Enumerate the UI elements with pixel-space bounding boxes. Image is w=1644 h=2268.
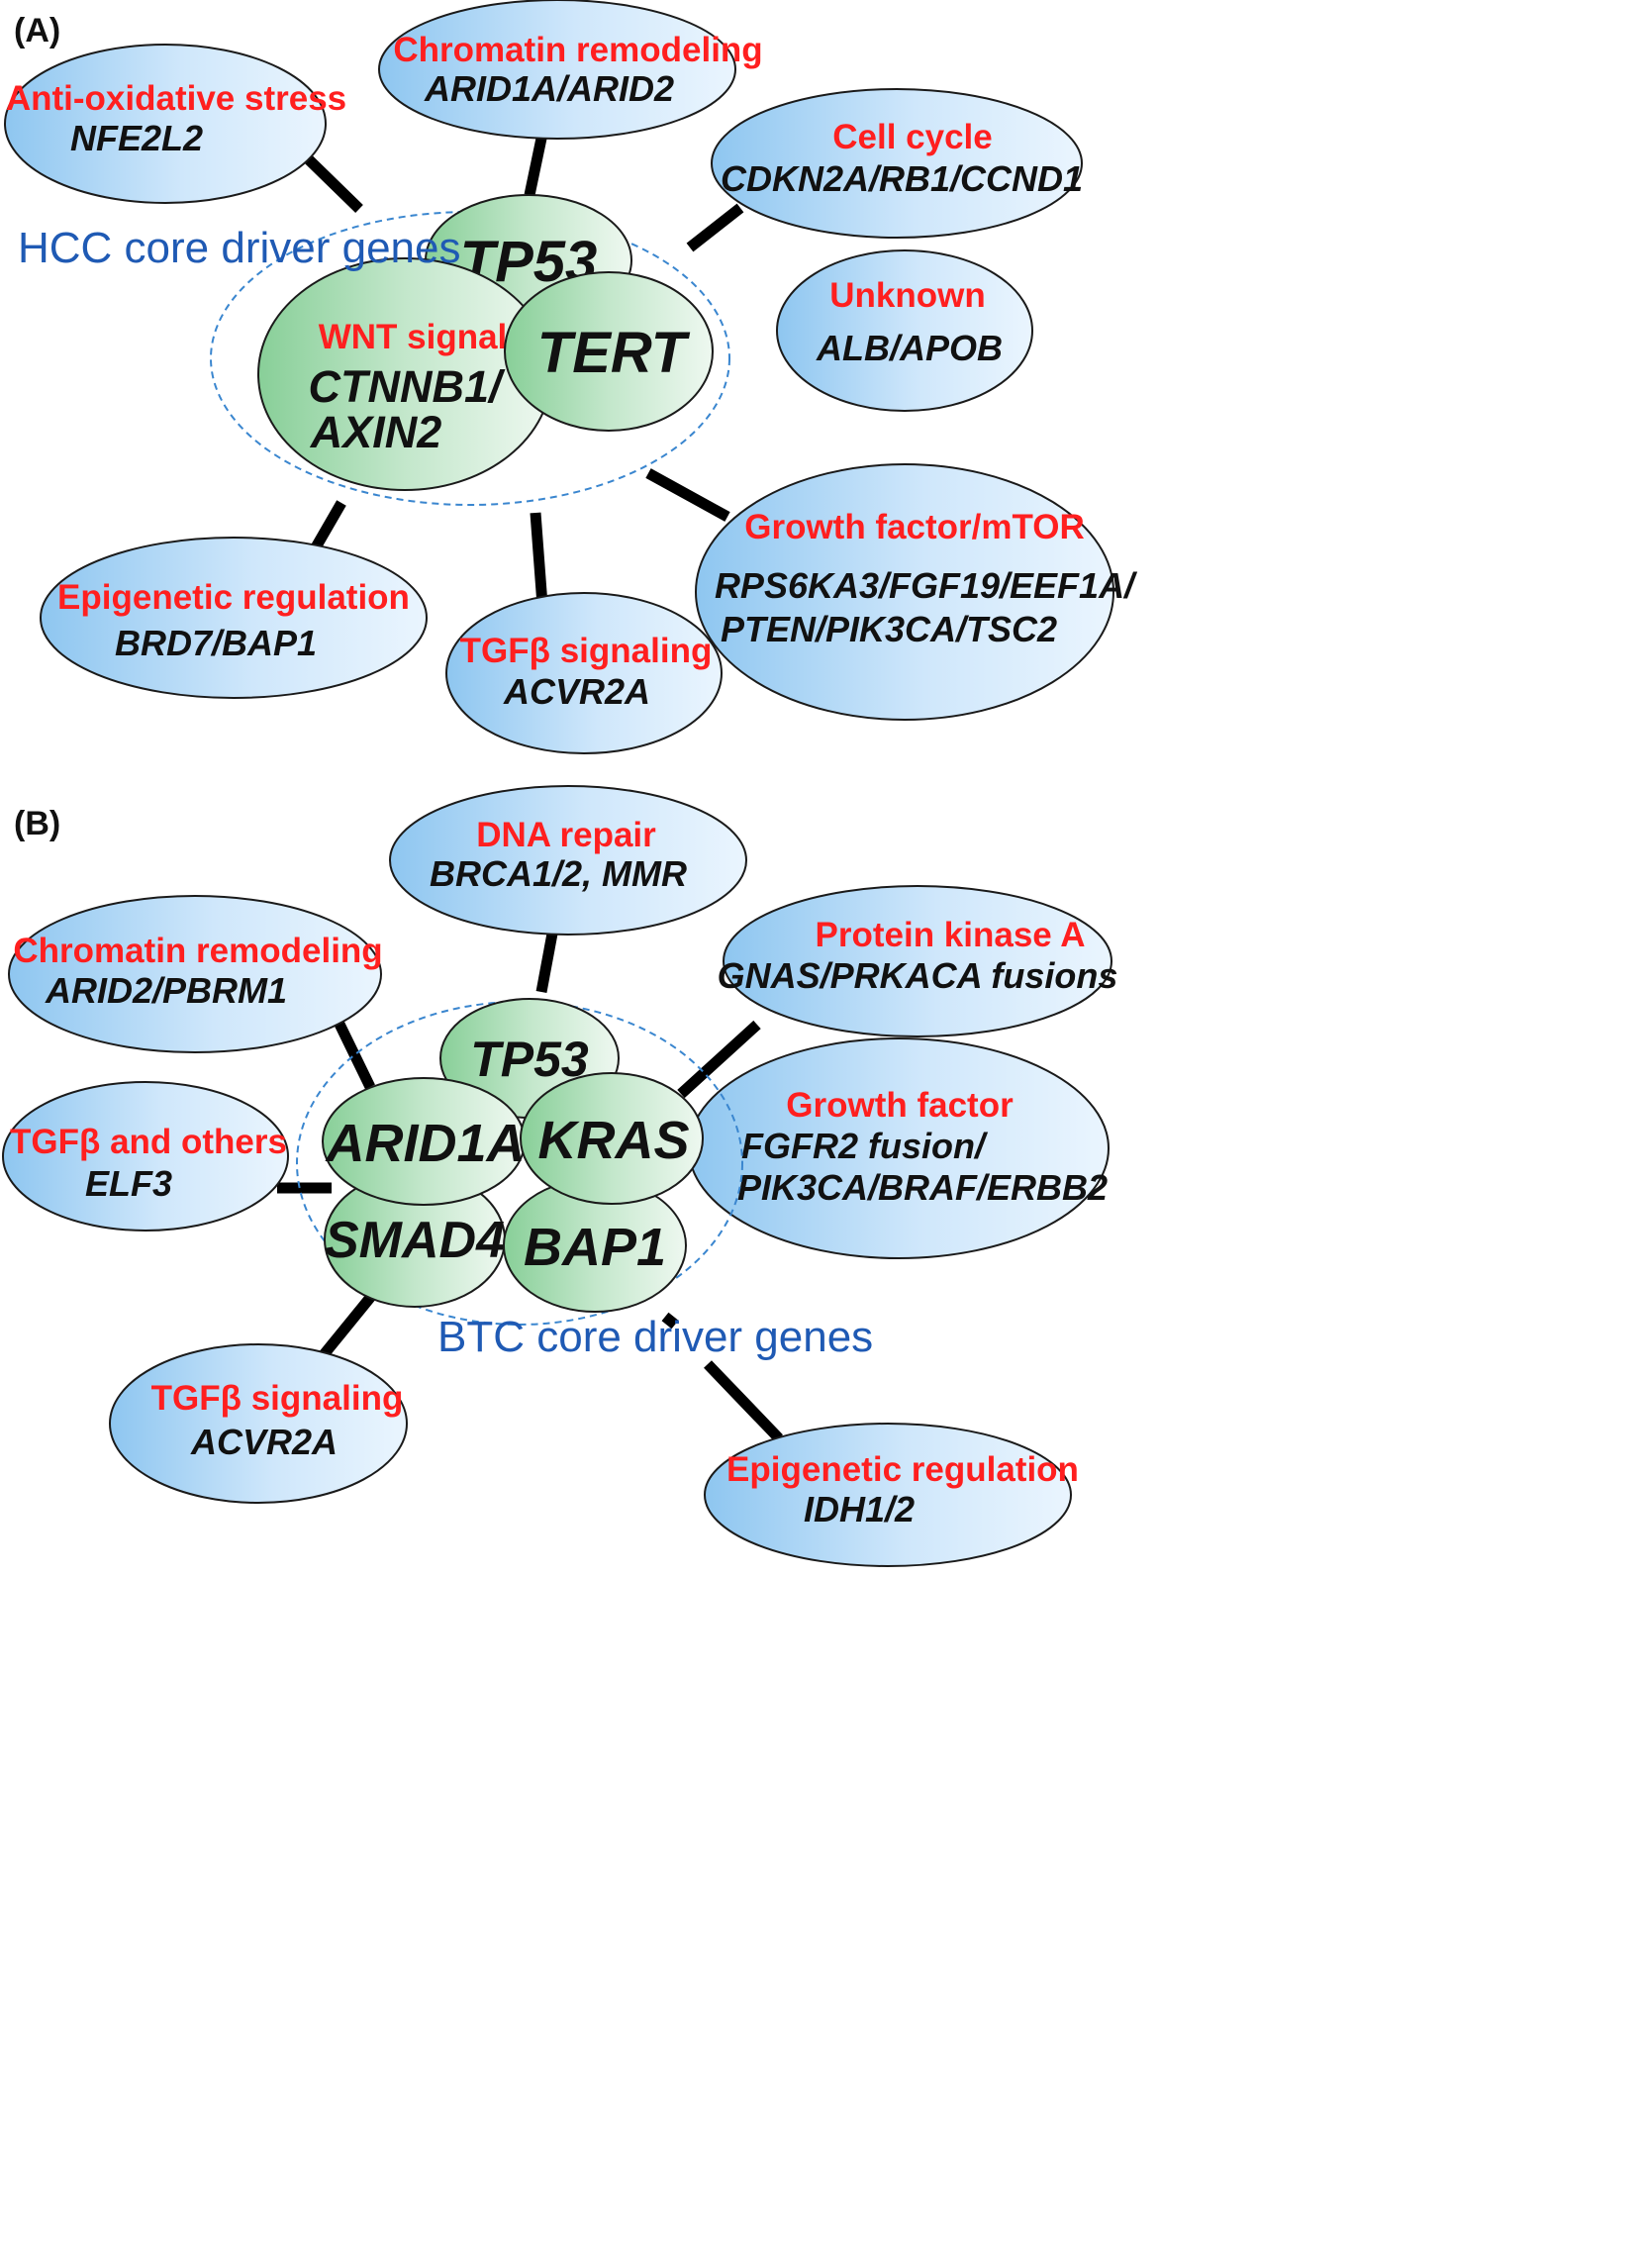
connector-growth <box>645 468 730 522</box>
sat-b-dna-repair-genes: BRCA1/2, MMR <box>430 853 687 894</box>
sat-b-chromatin: Chromatin remodeling ARID2/PBRM1 <box>8 895 383 1053</box>
sat-a-unknown-genes: ALB/APOB <box>816 328 1003 368</box>
core-a-tert-label: TERT <box>537 321 691 385</box>
sat-a-tgfb-genes: ACVR2A <box>503 671 650 712</box>
core-b-tp53-label: TP53 <box>470 1032 589 1087</box>
sat-b-epigenetic-genes: IDH1/2 <box>804 1489 915 1529</box>
sat-a-tgfb: TGFβ signaling ACVR2A <box>445 592 723 754</box>
sat-b-dna-repair: DNA repair BRCA1/2, MMR <box>389 785 747 936</box>
sat-a-chromatin-category: Chromatin remodeling <box>393 31 762 69</box>
sat-b-tgfb-genes: ACVR2A <box>190 1422 338 1462</box>
connector-pka <box>677 1020 761 1099</box>
panel-b: (B) DNA repair BRCA1/2, MMR Chromatin re… <box>2 785 1118 1567</box>
core-b-arid1a-label: ARID1A <box>324 1114 525 1173</box>
sat-b-growth: Growth factor FGFR2 fusion/ PIK3CA/BRAF/… <box>688 1037 1110 1259</box>
sat-a-chromatin: Chromatin remodeling ARID1A/ARID2 <box>378 0 763 140</box>
panel-b-label: (B) <box>14 805 60 842</box>
sat-a-anti-oxidative-category: Anti-oxidative stress <box>6 79 346 118</box>
sat-b-epigenetic-category: Epigenetic regulation <box>726 1450 1079 1489</box>
core-a-tert: TERT <box>504 271 714 432</box>
connector-tgfb <box>530 512 548 606</box>
sat-a-growth: Growth factor/mTOR RPS6KA3/FGF19/EEF1A/ … <box>695 463 1138 721</box>
panel-a-label: (A) <box>14 12 60 49</box>
btc-core-label: BTC core driver genes <box>437 1313 873 1361</box>
panel-a: (A) Anti-oxidative stress NFE2L2 Chromat… <box>4 0 1138 754</box>
sat-a-cell-cycle-genes: CDKN2A/RB1/CCND1 <box>721 158 1083 199</box>
connector-cell-cycle <box>686 203 744 252</box>
connector-dna-repair <box>535 932 558 994</box>
sat-a-epigenetic-genes: BRD7/BAP1 <box>115 623 317 663</box>
core-b-kras-label: KRAS <box>537 1111 689 1170</box>
sat-a-growth-genes-line1: RPS6KA3/FGF19/EEF1A/ <box>715 565 1138 606</box>
sat-b-growth-genes-line1: FGFR2 fusion/ <box>741 1126 989 1166</box>
sat-b-chromatin-category: Chromatin remodeling <box>13 932 382 970</box>
sat-b-tgfb: TGFβ signaling ACVR2A <box>109 1343 408 1504</box>
connector-chromatin <box>524 132 548 197</box>
sat-b-chromatin-genes: ARID2/PBRM1 <box>45 970 287 1011</box>
core-b-bap1: BAP1 <box>503 1178 687 1313</box>
connector-epigenetic-b <box>704 1360 783 1442</box>
sat-b-pka-genes: GNAS/PRKACA fusions <box>718 955 1118 996</box>
btc-core-outline <box>296 1001 743 1326</box>
sat-b-pka: Protein kinase A GNAS/PRKACA fusions <box>718 885 1118 1037</box>
core-b-arid1a: ARID1A <box>322 1077 526 1206</box>
sat-a-tgfb-category: TGFβ signaling <box>460 632 713 670</box>
sat-a-chromatin-genes: ARID1A/ARID2 <box>424 68 674 109</box>
sat-b-pka-category: Protein kinase A <box>816 916 1086 954</box>
sat-a-epigenetic-category: Epigenetic regulation <box>57 578 410 617</box>
sat-a-epigenetic: Epigenetic regulation BRD7/BAP1 <box>40 537 428 699</box>
sat-a-growth-category: Growth factor/mTOR <box>744 508 1085 546</box>
sat-a-unknown-category: Unknown <box>829 276 985 315</box>
sat-b-epigenetic: Epigenetic regulation IDH1/2 <box>704 1423 1079 1567</box>
sat-b-tgfb-category: TGFβ signaling <box>151 1379 404 1418</box>
core-b-kras: KRAS <box>520 1072 704 1205</box>
hcc-core-label: HCC core driver genes <box>18 224 461 272</box>
sat-b-tgfb-others: TGFβ and others ELF3 <box>2 1081 289 1232</box>
sat-b-growth-genes-line2: PIK3CA/BRAF/ERBB2 <box>737 1167 1108 1208</box>
sat-a-anti-oxidative: Anti-oxidative stress NFE2L2 <box>4 44 346 204</box>
sat-a-cell-cycle: Cell cycle CDKN2A/RB1/CCND1 <box>711 88 1083 239</box>
connector-epigenetic-b-stub <box>661 1312 679 1330</box>
core-a-wnt-genes-line2: AXIN2 <box>310 407 442 457</box>
core-b-bap1-label: BAP1 <box>524 1218 666 1277</box>
sat-b-dna-repair-category: DNA repair <box>476 816 656 854</box>
sat-b-tgfb-others-category: TGFβ and others <box>10 1123 287 1161</box>
sat-a-anti-oxidative-genes: NFE2L2 <box>70 118 203 158</box>
sat-a-cell-cycle-category: Cell cycle <box>832 118 993 156</box>
core-b-smad4-label: SMAD4 <box>325 1212 505 1269</box>
sat-a-growth-genes-line2: PTEN/PIK3CA/TSC2 <box>721 609 1057 649</box>
panel-a-connectors <box>278 130 744 606</box>
sat-b-tgfb-others-genes: ELF3 <box>85 1163 172 1204</box>
core-a-wnt: WNT signal CTNNB1/ AXIN2 <box>257 257 552 491</box>
sat-a-unknown: Unknown ALB/APOB <box>776 249 1033 412</box>
sat-b-growth-category: Growth factor <box>786 1086 1014 1125</box>
core-a-wnt-category: WNT signal <box>319 318 508 356</box>
core-b-smad4: SMAD4 <box>324 1171 506 1308</box>
core-a-wnt-genes-line1: CTNNB1/ <box>308 361 506 412</box>
